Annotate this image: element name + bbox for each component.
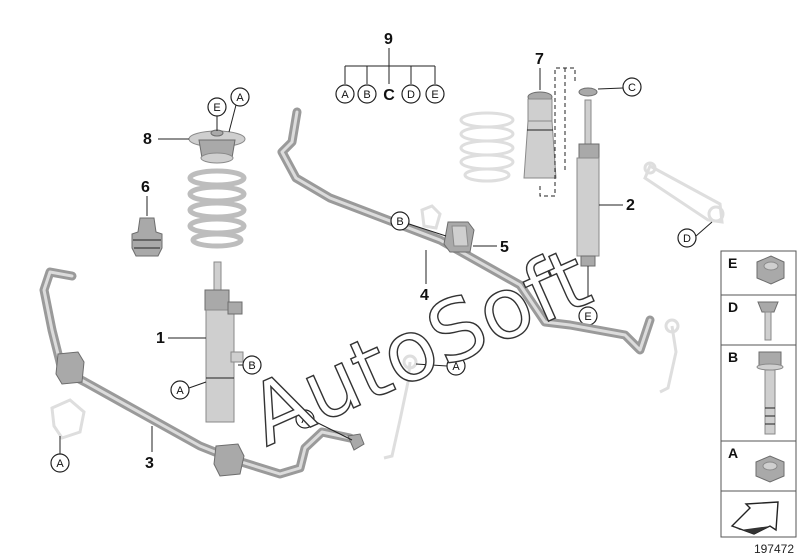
rear-bushing-bracket <box>420 204 442 230</box>
part-label-4: 4 <box>420 287 429 304</box>
svg-text:A: A <box>56 458 64 470</box>
callout-a-strut: A <box>170 380 190 400</box>
kit-callout-b: B <box>357 84 377 104</box>
svg-text:A: A <box>452 361 460 373</box>
svg-text:A: A <box>236 92 244 104</box>
front-strut <box>204 261 244 423</box>
front-bump-stop <box>131 217 163 257</box>
callout-c-shock-top: C <box>622 77 642 97</box>
front-coil-spring <box>187 168 247 249</box>
svg-text:E: E <box>431 89 438 101</box>
rear-stabilizer-bar <box>277 107 655 355</box>
part-label-3: 3 <box>145 455 154 472</box>
callout-e-strut-mount: E <box>207 97 227 117</box>
part-label-7: 7 <box>535 51 544 68</box>
legend-letter-e: E <box>728 255 737 271</box>
rear-shock-absorber <box>576 87 600 300</box>
part-label-6: 6 <box>141 179 150 196</box>
legend-flange-bolt-icon <box>757 301 779 341</box>
svg-text:A: A <box>301 414 309 426</box>
rear-coil-spring <box>459 111 515 183</box>
fastener-legend: E D B A <box>720 250 797 538</box>
rear-protection-tube <box>523 91 557 179</box>
kit-callout-e: E <box>425 84 445 104</box>
svg-text:D: D <box>683 233 691 245</box>
front-bushing-bracket <box>50 398 86 440</box>
kit-callout-d: D <box>401 84 421 104</box>
part-label-8: 8 <box>143 131 152 148</box>
part-label-2: 2 <box>626 197 635 214</box>
svg-text:AutoSoft: AutoSoft <box>235 229 604 465</box>
kit-callout-a: A <box>335 84 355 104</box>
front-strut-mount <box>188 129 246 164</box>
svg-text:E: E <box>213 102 220 114</box>
svg-text:A: A <box>341 89 349 101</box>
rear-stabilizer-bushing <box>443 221 475 253</box>
svg-text:B: B <box>363 89 370 101</box>
front-link <box>347 354 418 460</box>
front-stabilizer-bushing <box>55 351 245 477</box>
svg-text:B: B <box>248 360 255 372</box>
svg-text:A: A <box>176 385 184 397</box>
legend-letter-d: D <box>728 299 738 315</box>
document-id: 197472 <box>754 542 794 556</box>
front-stabilizer-bar <box>39 267 355 479</box>
callout-a-front-link-lower: A <box>295 409 315 429</box>
part-label-5: 5 <box>500 239 509 256</box>
svg-text:E: E <box>584 311 591 323</box>
legend-letter-a: A <box>728 445 738 461</box>
kit-tree: 9 A B C D E <box>335 31 445 104</box>
part-label-1: 1 <box>156 330 165 347</box>
watermark: AutoSoft <box>234 228 605 466</box>
svg-text:C: C <box>628 82 636 94</box>
callout-d-control-arm: D <box>677 228 697 248</box>
callout-a-front-bracket: A <box>50 453 70 473</box>
callout-a-front-link-upper: A <box>446 356 466 376</box>
kit-letter-c: C <box>383 87 395 104</box>
legend-hex-bolt-icon <box>756 351 784 435</box>
callout-e-shock-bottom: E <box>578 306 598 326</box>
callout-b-rear-bushing: B <box>390 211 410 231</box>
svg-text:D: D <box>407 89 415 101</box>
legend-lock-nut-icon <box>755 455 785 483</box>
legend-letter-b: B <box>728 349 738 365</box>
svg-text:B: B <box>396 216 403 228</box>
legend-direction-arrow-icon <box>730 501 779 535</box>
rear-control-arm <box>643 161 725 224</box>
rear-link <box>659 318 680 394</box>
part-label-9: 9 <box>384 31 393 48</box>
legend-hex-nut-icon <box>756 255 785 285</box>
callout-a-strut-mount: A <box>230 87 250 107</box>
